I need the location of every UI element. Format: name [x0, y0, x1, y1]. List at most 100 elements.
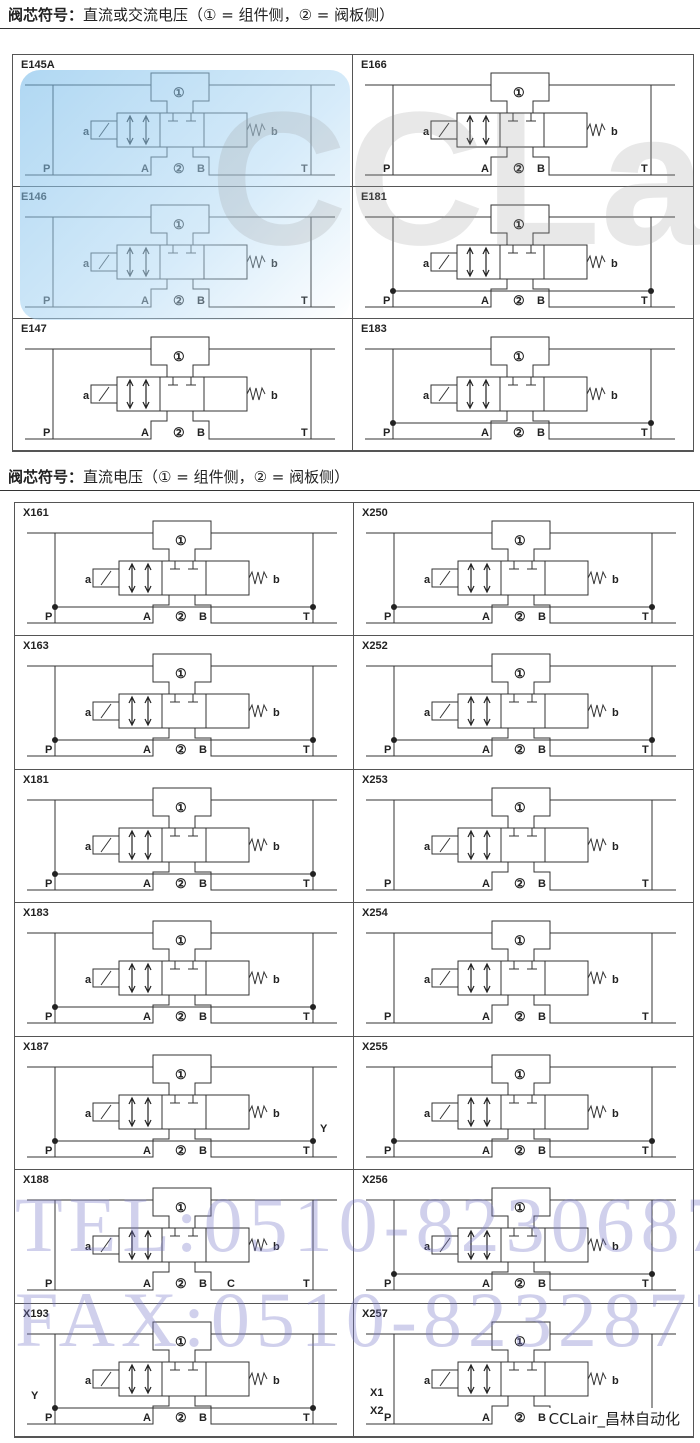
spool-body — [457, 1094, 589, 1130]
port-1-label: ① — [175, 533, 187, 548]
port-a-label: A — [143, 1412, 151, 1424]
solenoid-coil — [100, 1371, 112, 1386]
junction-dot — [648, 420, 654, 426]
port-a-label: A — [481, 427, 489, 439]
solenoid-coil — [439, 1104, 451, 1119]
flow-arrow-icon — [142, 246, 150, 278]
solenoid-icon — [431, 968, 459, 988]
title-bold: 阀芯符号： — [8, 468, 84, 486]
spring-icon — [248, 703, 268, 718]
port-b-label: B — [197, 295, 205, 307]
port-1-label: ① — [513, 85, 525, 100]
port-t-label: T — [303, 744, 310, 756]
port-1-label: ① — [514, 533, 526, 548]
port-t-label: T — [301, 427, 308, 439]
spring-icon — [587, 1104, 607, 1118]
port-2-label: ② — [175, 1009, 187, 1024]
port-p-label: P — [45, 1011, 52, 1023]
spool-body — [118, 693, 250, 729]
port-p-label: P — [383, 427, 390, 439]
junction-dot — [52, 1404, 58, 1411]
spring-icon — [587, 837, 607, 851]
actuator-a-label: a — [83, 126, 90, 138]
port-a-label: A — [482, 1011, 490, 1023]
spool-body — [456, 376, 588, 412]
port-b-label: B — [538, 1412, 546, 1424]
spool-body — [118, 1227, 250, 1263]
flow-arrow-icon — [467, 1096, 475, 1128]
port-b-label: B — [197, 163, 205, 175]
blocked-port-icon — [170, 1228, 198, 1237]
actuator-a-label: a — [424, 574, 431, 586]
solenoid-coil — [100, 1104, 112, 1119]
port-p-label: P — [384, 1145, 391, 1157]
spool-code: X187 — [23, 1040, 49, 1053]
port-b-label: B — [199, 744, 207, 756]
spool-body — [118, 1361, 250, 1397]
spring-icon — [248, 837, 268, 851]
spring-icon — [246, 386, 266, 401]
spool-code: E166 — [361, 59, 387, 71]
port-t-label: T — [642, 744, 649, 756]
blocked-port-icon — [170, 1361, 198, 1371]
port-t-label: T — [303, 1412, 310, 1424]
port-2-label: ② — [175, 609, 187, 624]
junction-dot — [52, 1137, 58, 1144]
actuator-b-label: b — [611, 126, 618, 138]
actuator-a-label: a — [85, 974, 92, 986]
actuator-a-label: a — [424, 841, 431, 853]
port-channels — [392, 73, 652, 175]
junction-dot — [649, 604, 655, 610]
actuator-a-label: a — [85, 1241, 92, 1253]
flow-arrow-icon — [483, 1363, 491, 1394]
flow-arrow-icon — [144, 1363, 152, 1394]
solenoid-coil — [438, 122, 450, 138]
port-p-label: P — [45, 1412, 52, 1424]
flow-arrow-icon — [466, 246, 474, 278]
port-a-label: A — [143, 611, 151, 623]
spool-body — [118, 960, 250, 996]
junction-dot — [310, 1004, 316, 1011]
junction-dot — [52, 1004, 58, 1011]
actuator-a-label: a — [85, 574, 92, 586]
port-p-label: P — [45, 611, 52, 623]
actuator-a-label: a — [85, 841, 92, 853]
port-p-label: P — [384, 744, 391, 756]
blocked-port-icon — [508, 377, 536, 386]
brand-logo: CCLair_昌林自动化 — [548, 1408, 680, 1429]
title-rest: 直流或交流电压（① = 组件侧，② = 阀板侧） — [83, 6, 395, 24]
blocked-port-icon — [509, 1228, 537, 1237]
actuator-a-label: a — [85, 1108, 92, 1120]
port-p-label: P — [384, 611, 391, 623]
port-t-label: T — [641, 163, 648, 175]
spring-icon — [246, 122, 266, 137]
port-b-label: B — [199, 878, 207, 890]
port-channels — [54, 654, 314, 757]
solenoid-icon — [431, 1235, 459, 1255]
spool-body — [457, 693, 589, 729]
spring-icon — [248, 970, 268, 985]
port-p-label: P — [384, 1011, 391, 1023]
port-2-label: ② — [173, 293, 185, 308]
solenoid-coil — [98, 254, 110, 270]
port-a-label: A — [482, 611, 490, 623]
spool-code: X183 — [23, 907, 49, 920]
junction-dot — [390, 288, 396, 294]
port-channels — [393, 787, 653, 890]
port-b-label: B — [538, 1278, 546, 1290]
blocked-port-icon — [170, 561, 198, 570]
actuator-a-label: a — [85, 707, 92, 719]
port-t-label: T — [642, 1011, 649, 1023]
